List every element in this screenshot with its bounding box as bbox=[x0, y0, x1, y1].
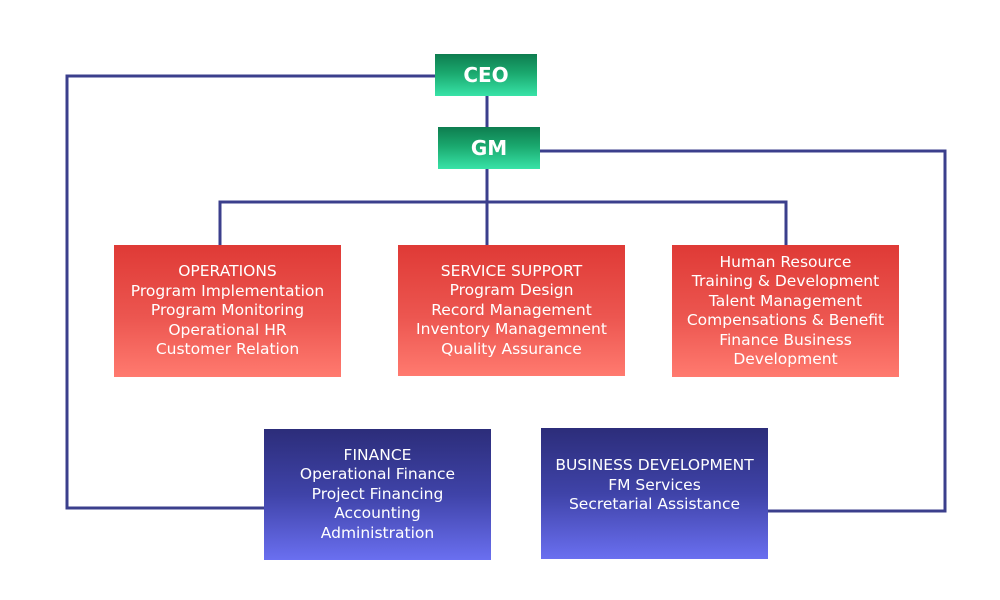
department-item: Finance Business bbox=[719, 330, 852, 349]
department-item: Program Monitoring bbox=[150, 301, 305, 320]
ceo-box: CEO bbox=[435, 54, 537, 96]
department-title: OPERATIONS bbox=[178, 262, 277, 281]
department-item: Quality Assurance bbox=[441, 339, 582, 358]
department-item: Program Design bbox=[449, 281, 574, 300]
gm-label: GM bbox=[470, 136, 508, 160]
department-item: FM Services bbox=[608, 475, 701, 494]
gm-to-business-development-line bbox=[540, 149, 947, 513]
service-support-box: SERVICE SUPPORT Program Design Record Ma… bbox=[398, 245, 625, 376]
department-item: Record Management bbox=[431, 300, 592, 319]
department-item: Accounting bbox=[334, 504, 421, 523]
department-item: Talent Management bbox=[708, 291, 863, 310]
business-development-box: BUSINESS DEVELOPMENT FM Services Secreta… bbox=[541, 428, 768, 559]
branch-line bbox=[218, 200, 788, 246]
department-title: SERVICE SUPPORT bbox=[440, 261, 583, 280]
department-item: Administration bbox=[320, 523, 435, 542]
ceo-to-finance-line bbox=[65, 74, 436, 510]
finance-box: FINANCE Operational Finance Project Fina… bbox=[264, 429, 491, 560]
department-title: FINANCE bbox=[343, 445, 412, 464]
human-resource-box: Human Resource Training & Development Ta… bbox=[672, 245, 899, 377]
ceo-label: CEO bbox=[463, 63, 509, 87]
department-title: Human Resource bbox=[719, 252, 852, 271]
gm-box: GM bbox=[438, 127, 540, 169]
department-item: Operational Finance bbox=[299, 465, 456, 484]
department-item: Inventory Managemnent bbox=[416, 320, 607, 339]
department-item: Compensations & Benefit bbox=[686, 311, 885, 329]
operations-box: OPERATIONS Program Implementation Progra… bbox=[114, 245, 341, 377]
department-item: Program Implementation bbox=[130, 281, 325, 300]
department-item: Operational HR bbox=[168, 320, 287, 339]
department-title: BUSINESS DEVELOPMENT bbox=[555, 456, 754, 474]
department-item: Training & Development bbox=[691, 272, 880, 290]
department-item: Secretarial Assistance bbox=[568, 495, 741, 513]
department-item: Project Financing bbox=[311, 484, 444, 503]
department-item: Development bbox=[733, 350, 838, 368]
department-item: Customer Relation bbox=[155, 340, 300, 359]
